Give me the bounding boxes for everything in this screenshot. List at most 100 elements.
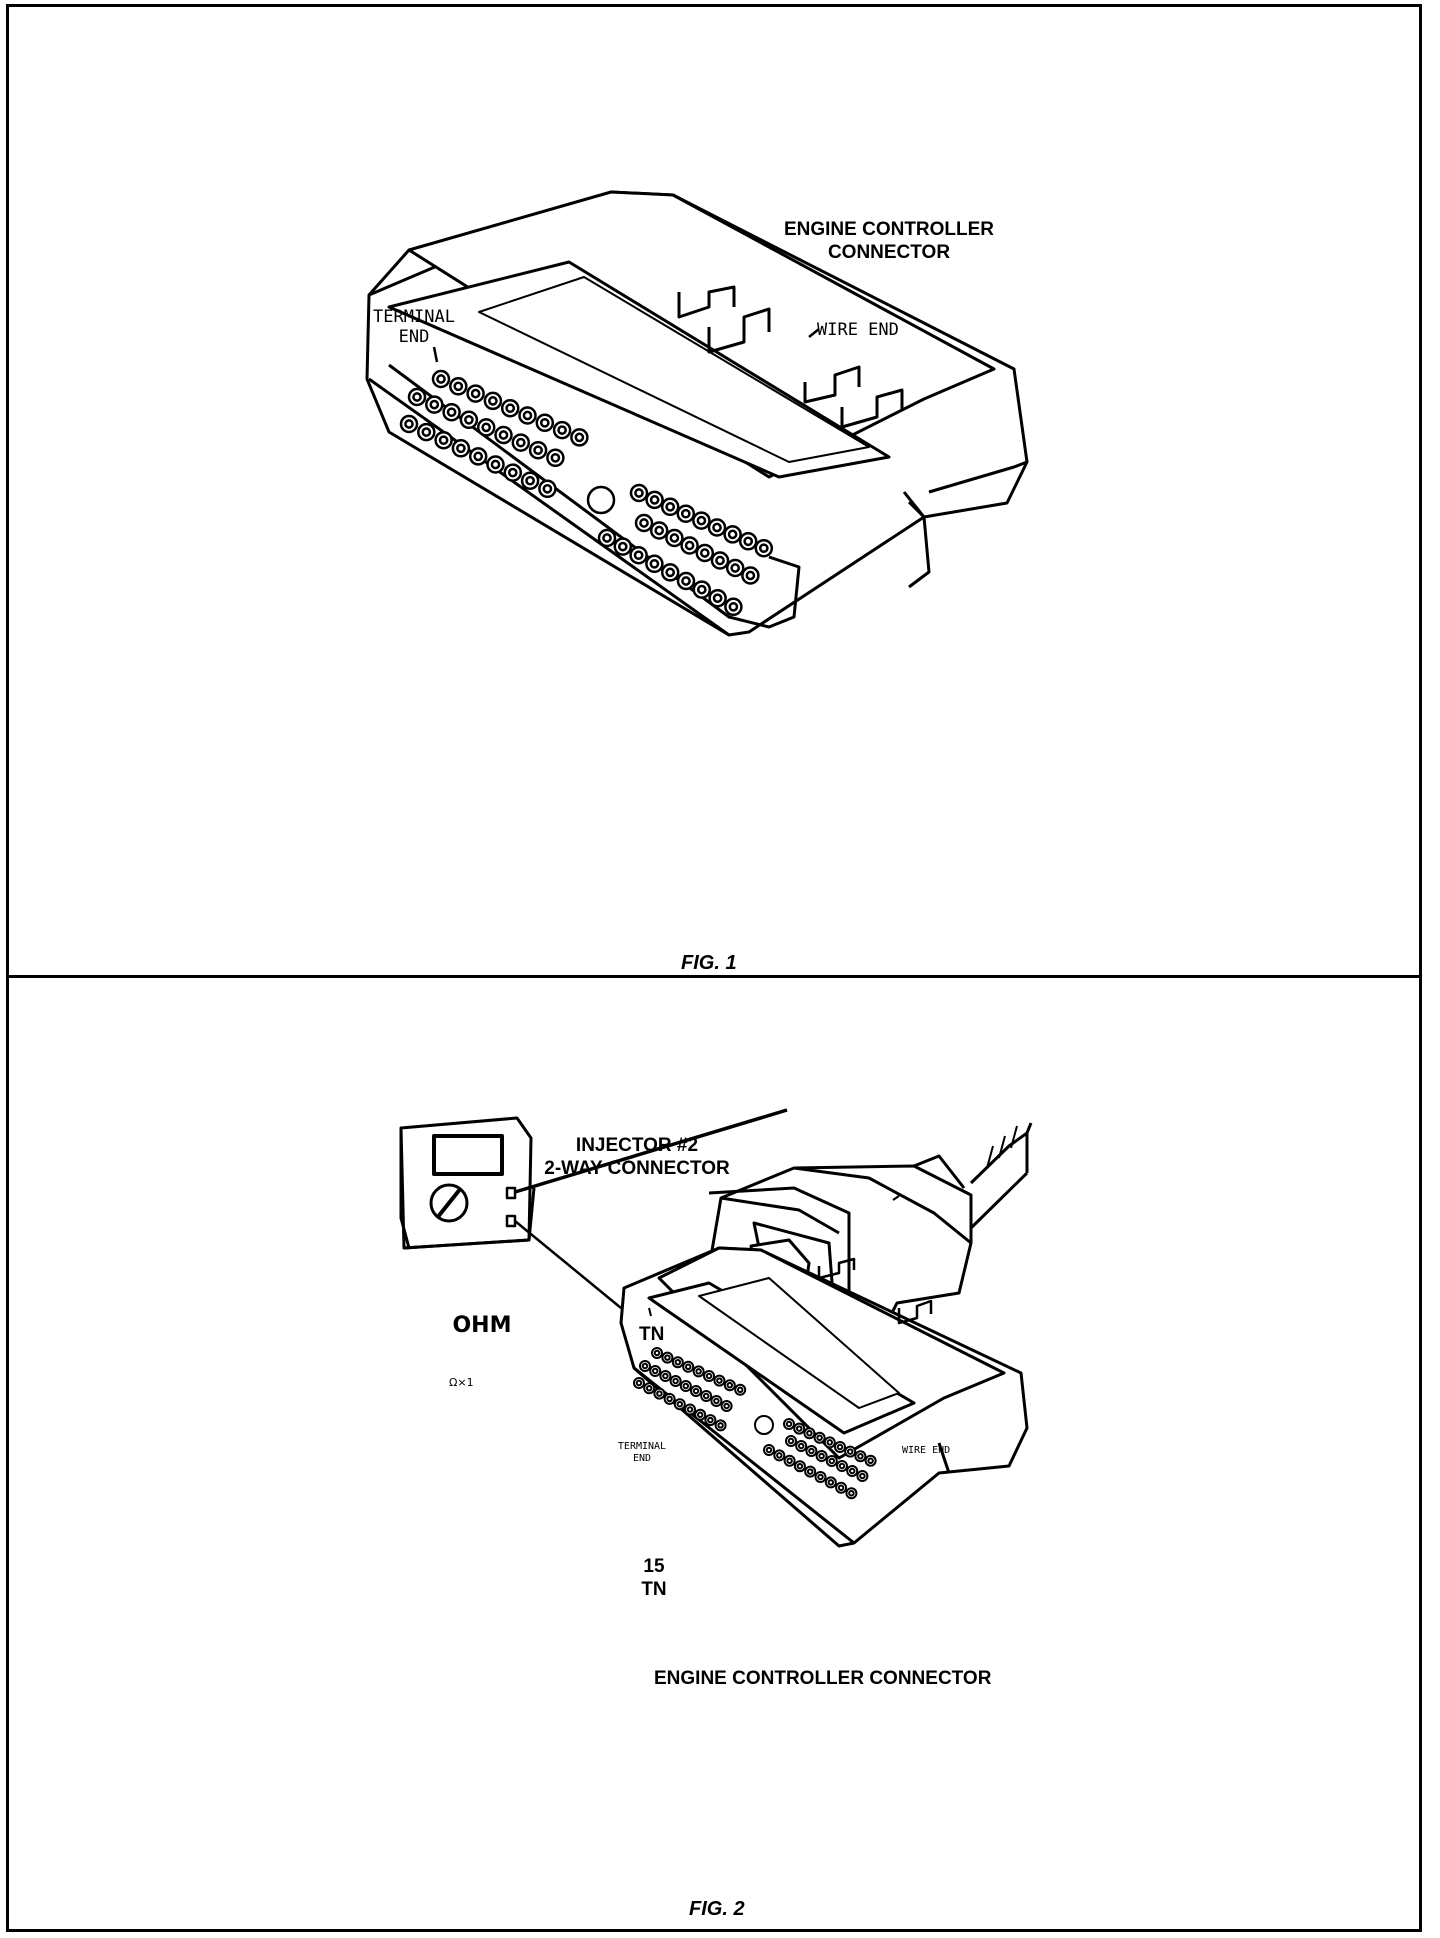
ohmmeter-range-label: Ω×1 bbox=[449, 1376, 474, 1389]
connector-pin-socket bbox=[745, 570, 756, 581]
connector-pin-socket bbox=[681, 576, 691, 586]
connector-pin-socket bbox=[684, 540, 695, 551]
connector-title-line1: ENGINE CONTROLLER bbox=[783, 219, 995, 240]
connector-pin-socket bbox=[662, 1372, 669, 1380]
connector-pin-socket bbox=[481, 422, 492, 433]
connector-pin-socket bbox=[436, 374, 446, 384]
connector-pin-socket bbox=[490, 459, 501, 470]
engine-controller-connector-label: ENGINE CONTROLLER CONNECTOR bbox=[654, 1668, 992, 1689]
connector-pin-socket bbox=[696, 584, 707, 595]
connector-pin-socket bbox=[786, 1457, 793, 1465]
connector-pin-socket bbox=[505, 403, 516, 414]
connector-pin-socket bbox=[796, 1462, 804, 1470]
connector-pin-socket bbox=[676, 1400, 684, 1408]
connector-pin-socket bbox=[826, 1439, 834, 1446]
connector-pin-socket bbox=[867, 1457, 874, 1465]
injector-wire-color-label: TN bbox=[639, 1324, 665, 1345]
wire-end-label: WIRE END bbox=[817, 320, 899, 340]
connector-pin-socket bbox=[404, 419, 414, 429]
connector-pin-socket bbox=[533, 445, 543, 456]
connector-pin-socket bbox=[653, 1349, 661, 1357]
connector-pin-socket bbox=[473, 451, 484, 462]
connector-pin-socket bbox=[715, 555, 725, 566]
connector-pin-socket bbox=[808, 1447, 815, 1455]
connector-pin-socket bbox=[665, 567, 676, 578]
connector-pin-socket bbox=[817, 1473, 824, 1481]
connector-pin-socket bbox=[696, 1411, 704, 1419]
engine-controller-connector-drawing bbox=[365, 190, 1029, 637]
small-terminal-end-line2: END bbox=[632, 1453, 652, 1464]
connector-pin-socket bbox=[666, 1395, 673, 1403]
connector-pin-socket bbox=[574, 432, 585, 443]
connector-pin-socket bbox=[723, 1402, 730, 1410]
pin-color-label: TN bbox=[641, 1578, 667, 1600]
connector-pin-socket bbox=[696, 515, 707, 526]
connector-pin-socket bbox=[649, 558, 660, 569]
connector-pin-socket bbox=[857, 1452, 864, 1460]
connector-pin-socket bbox=[446, 407, 457, 418]
connector-pin-socket bbox=[702, 1392, 710, 1400]
terminal-end-label-line2: END bbox=[398, 327, 430, 348]
connector-pin-socket bbox=[728, 601, 739, 612]
pin-number-label: 15 bbox=[643, 1556, 665, 1577]
connector-pin-socket bbox=[651, 1367, 659, 1375]
connector-pin-socket bbox=[507, 467, 518, 478]
figure-2-panel: INJECTOR #2 2-WAY CONNECTOR TN OHM Ω×1 T… bbox=[6, 975, 1422, 1932]
connector-pin-socket bbox=[692, 1387, 700, 1395]
connector-pin-socket bbox=[557, 425, 567, 435]
connector-pin-socket bbox=[412, 392, 422, 402]
connector-pin-socket bbox=[712, 593, 723, 604]
connector-pin-socket bbox=[846, 1448, 854, 1455]
connector-pin-socket bbox=[672, 1377, 679, 1385]
connector-pin-socket bbox=[695, 1368, 702, 1375]
connector-pin-socket bbox=[645, 1385, 653, 1392]
connector-pin-socket bbox=[816, 1434, 823, 1442]
connector-pin-socket bbox=[633, 550, 644, 561]
connector-pin-socket bbox=[707, 1416, 714, 1424]
injector-test-drawing bbox=[399, 1108, 1033, 1548]
small-terminal-end-line1: TERMINAL bbox=[617, 1441, 667, 1452]
connector-pin-socket bbox=[699, 548, 710, 558]
connector-pin-socket bbox=[634, 488, 644, 498]
injector-label-line1: INJECTOR #2 bbox=[575, 1135, 699, 1156]
connector-pin-socket bbox=[680, 508, 691, 519]
connector-pin-socket bbox=[664, 1354, 671, 1361]
connector-pin-socket bbox=[758, 543, 769, 554]
small-wire-end-label: WIRE END bbox=[902, 1445, 951, 1456]
connector-pin-socket bbox=[542, 483, 553, 494]
connector-pin-socket bbox=[838, 1462, 846, 1470]
connector-pin-socket bbox=[765, 1446, 773, 1454]
connector-pin-socket bbox=[705, 1372, 713, 1380]
connector-pin-socket bbox=[686, 1406, 694, 1413]
connector-pin-socket bbox=[827, 1479, 835, 1486]
connector-pin-socket bbox=[665, 501, 676, 512]
connector-pin-socket bbox=[649, 495, 660, 505]
connector-pin-socket bbox=[453, 381, 464, 392]
connector-pin-socket bbox=[684, 1363, 692, 1371]
connector-pin-socket bbox=[726, 1381, 734, 1389]
terminal-end-label-line1: TERMINAL bbox=[373, 307, 455, 327]
connector-pin-socket bbox=[848, 1467, 856, 1475]
connector-pin-socket bbox=[656, 1390, 663, 1397]
connector-pin-socket bbox=[498, 430, 509, 440]
connector-pin-socket bbox=[654, 525, 665, 536]
connector-pin-socket bbox=[456, 443, 466, 454]
connector-pin-socket bbox=[736, 1386, 744, 1394]
connector-pin-socket bbox=[639, 518, 649, 528]
connector-pin-socket bbox=[713, 1397, 720, 1405]
connector-pin-socket bbox=[635, 1379, 643, 1387]
connector-pin-socket bbox=[837, 1484, 845, 1492]
connector-pin-socket bbox=[602, 533, 612, 543]
figure-1-caption: FIG. 1 bbox=[681, 952, 737, 974]
connector-pin-socket bbox=[669, 533, 680, 543]
connector-pin-socket bbox=[716, 1377, 723, 1384]
connector-pin-socket bbox=[522, 410, 533, 421]
connector-pin-socket bbox=[464, 414, 474, 425]
ohmmeter-display: OHM bbox=[452, 1313, 512, 1338]
connector-pin-socket bbox=[515, 437, 526, 448]
injector-label-line2: 2-WAY CONNECTOR bbox=[544, 1157, 730, 1179]
connector-pin-socket bbox=[682, 1382, 690, 1390]
connector-pin-socket bbox=[785, 1420, 793, 1428]
connector-pin-socket bbox=[488, 396, 498, 406]
connector-pin-socket bbox=[727, 529, 738, 540]
